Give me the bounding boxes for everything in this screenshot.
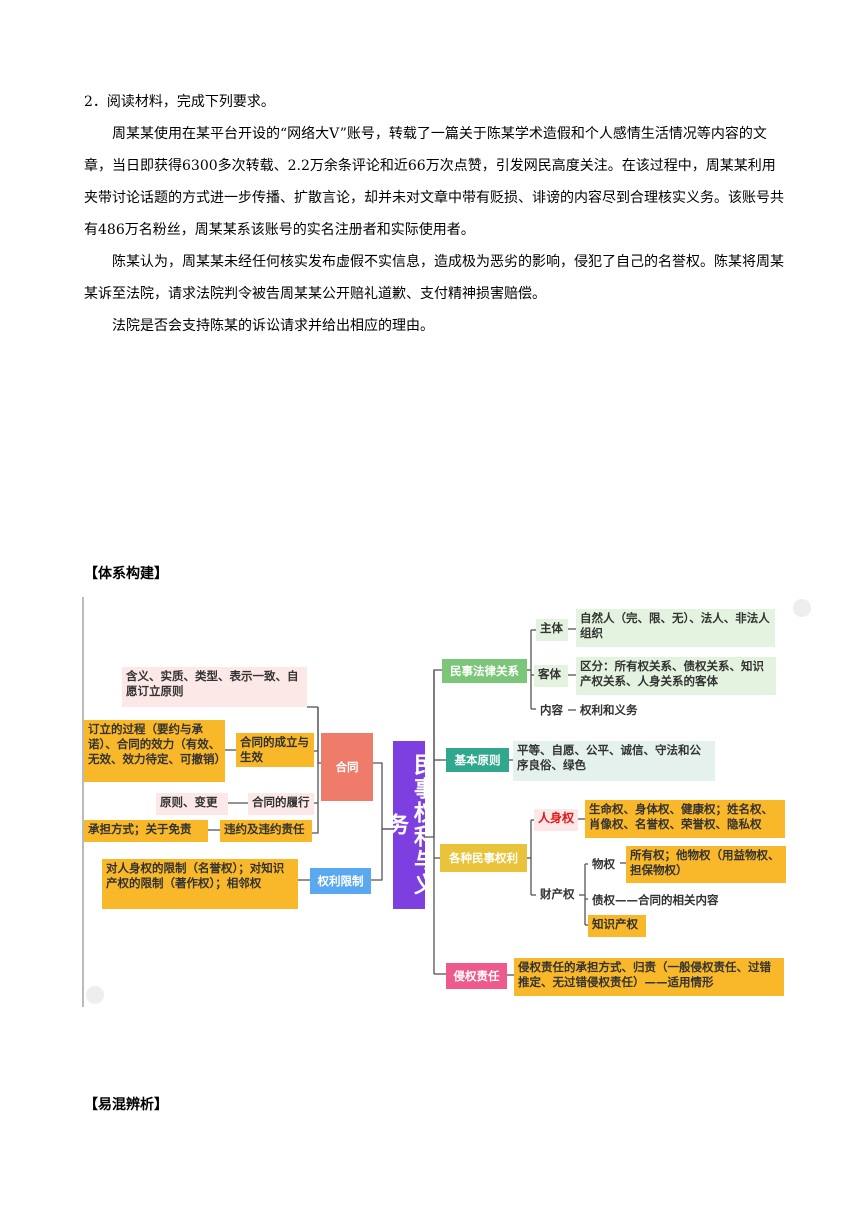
contract-breach: 违约及违约责任 <box>220 820 312 842</box>
relation-object-detail: 区分：所有权关系、债权关系、知识产权关系、人身关系的客体 <box>576 657 776 695</box>
rights-personal-detail: 生命权、身体权、健康权；姓名权、肖像权、名誉权、荣誉权、隐私权 <box>585 800 785 838</box>
mind-map-connectors <box>82 597 626 1007</box>
contract-meaning: 含义、实质、类型、表示一致、自愿订立原则 <box>122 667 307 707</box>
relation-content: 内容 <box>540 703 563 717</box>
relation-subject-detail: 自然人（完、限、无）、法人、非法人组织 <box>576 609 775 647</box>
rights-ip: 知识产权 <box>588 915 646 937</box>
rights-real: 物权 <box>592 857 615 871</box>
rights-creditor: 债权——合同的相关内容 <box>592 893 719 907</box>
section-heading-system: 【体系构建】 <box>84 566 168 582</box>
corner-decoration <box>793 599 811 617</box>
rights-real-detail: 所有权；他物权（用益物权、担保物权） <box>626 846 786 883</box>
hub-contract: 合同 <box>321 733 373 801</box>
contract-liability: 承担方式；关于免责 <box>84 820 208 842</box>
center-topic: 民事权利与义务 <box>393 741 425 909</box>
hub-principles: 基本原则 <box>446 748 509 772</box>
contract-formation: 合同的成立与生效 <box>236 733 314 767</box>
relation-content-detail: 权利和义务 <box>580 703 638 717</box>
material-paragraph-1: 周某某使用在某平台开设的“网络大V”账号，转载了一篇关于陈某学术造假和个人感情生… <box>84 126 784 238</box>
tort-detail: 侵权责任的承担方式、归责（一般侵权责任、过错推定、无过错侵权责任）——适用情形 <box>514 958 784 996</box>
section-heading-confusion: 【易混辨析】 <box>84 1097 168 1113</box>
hub-restriction: 权利限制 <box>310 868 371 894</box>
relation-subject: 主体 <box>536 619 568 641</box>
hub-tort: 侵权责任 <box>446 963 507 989</box>
question-prompt: 法院是否会支持陈某的诉讼请求并给出相应的理由。 <box>112 318 434 334</box>
question-title: 2．阅读材料，完成下列要求。 <box>84 94 275 110</box>
restriction-detail: 对人身权的限制（名誉权）；对知识产权的限制（著作权）；相邻权 <box>102 859 298 909</box>
hub-rights: 各种民事权利 <box>440 844 527 872</box>
corner-decoration <box>86 986 104 1004</box>
rights-personal: 人身权 <box>534 809 578 831</box>
contract-process: 订立的过程（要约与承诺）、合同的效力（有效、无效、效力待定、可撤销） <box>84 720 225 782</box>
material-paragraph-2: 陈某认为，周某某未经任何核实发布虚假不实信息，造成极为恶劣的影响，侵犯了自己的名… <box>84 254 784 302</box>
rights-property: 财产权 <box>540 887 575 901</box>
relation-object: 客体 <box>534 665 568 687</box>
hub-relation: 民事法律关系 <box>442 659 527 683</box>
contract-performance: 合同的履行 <box>248 793 314 815</box>
mind-map: 民事权利与义务 合同 含义、实质、类型、表示一致、自愿订立原则 订立的过程（要约… <box>82 597 811 1009</box>
principles-detail: 平等、自愿、公平、诚信、守法和公序良俗、绿色 <box>513 741 715 781</box>
contract-principle: 原则、变更 <box>156 793 228 815</box>
